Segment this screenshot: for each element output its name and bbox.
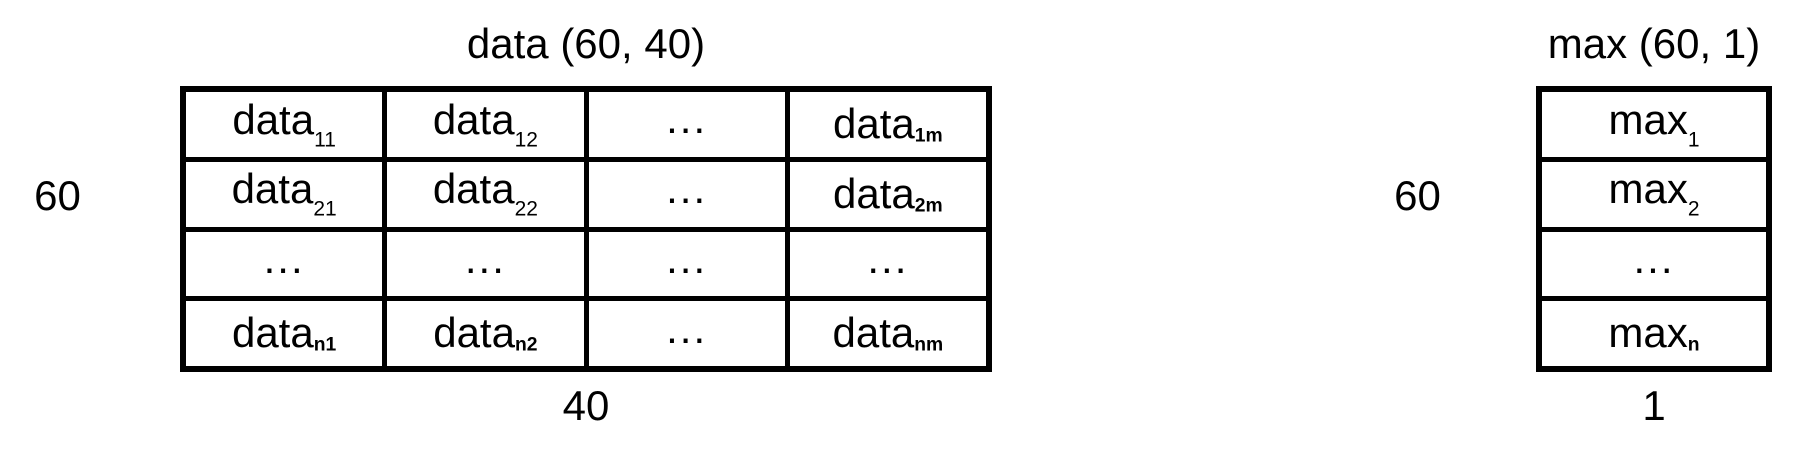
matrix-cell: ... [588, 161, 785, 227]
max-matrix-col-count-label: 1 [1642, 382, 1666, 429]
cell-base-text: max [1608, 95, 1688, 143]
cell-base-text: data [833, 169, 915, 217]
cell-base-text: data [433, 309, 515, 357]
cell-subscript: 1 [1687, 128, 1700, 152]
cell-subscript: 21 [313, 197, 337, 221]
cell-subscript: 2m [914, 195, 943, 217]
data-matrix-row-count-label: 60 [34, 172, 81, 219]
matrix-cell: data11 [186, 92, 383, 157]
ellipsis-text: ... [263, 234, 305, 282]
data-matrix-title: data (60, 40) [466, 20, 706, 67]
cell-subscript: 11 [314, 128, 336, 152]
cell-base-text: data [832, 309, 915, 357]
cell-base-text: data [833, 99, 915, 147]
cell-subscript: n2 [514, 334, 538, 356]
cell-base-text: data [432, 95, 515, 143]
matrix-cell: data22 [387, 161, 584, 227]
data-matrix-col-count-label: 40 [562, 382, 610, 429]
max-matrix-title: max (60, 1) [1547, 20, 1761, 67]
matrix-cell: ... [1542, 231, 1766, 297]
ellipsis-text: ... [464, 234, 506, 282]
ellipsis-text: ... [666, 95, 708, 143]
data-matrix-table: data11 data12 ... data1m data21 data22 .… [180, 86, 992, 372]
matrix-cell: max2 [1542, 161, 1766, 227]
ellipsis-text: ... [1633, 234, 1675, 282]
matrix-cell: ... [588, 92, 785, 157]
cell-subscript: 2 [1687, 197, 1700, 221]
matrix-cell: data1m [789, 92, 986, 157]
cell-subscript: 1m [914, 125, 943, 147]
matrix-cell: ... [588, 231, 785, 297]
matrix-cell: maxn [1542, 301, 1766, 366]
cell-base-text: max [1608, 309, 1688, 357]
ellipsis-text: ... [666, 165, 708, 213]
ellipsis-text: ... [666, 304, 708, 352]
cell-subscript: n1 [313, 334, 337, 356]
matrix-cell: data12 [387, 92, 584, 157]
matrix-cell: ... [588, 301, 785, 366]
cell-subscript: nm [914, 334, 944, 356]
cell-base-text: max [1608, 165, 1688, 213]
cell-base-text: data [231, 309, 314, 357]
max-matrix-table: max1 max2 ... maxn [1536, 86, 1772, 372]
matrix-cell: ... [186, 231, 383, 297]
matrix-cell: data21 [186, 161, 383, 227]
matrix-cell: max1 [1542, 92, 1766, 157]
ellipsis-text: ... [666, 234, 708, 282]
cell-subscript: 22 [514, 197, 538, 221]
matrix-cell: ... [789, 231, 986, 297]
cell-base-text: data [432, 165, 515, 213]
matrix-cell: ... [387, 231, 584, 297]
cell-subscript: n [1687, 334, 1700, 356]
cell-subscript: 12 [514, 128, 538, 152]
ellipsis-text: ... [867, 234, 909, 282]
cell-base-text: data [231, 165, 314, 213]
cell-base-text: data [232, 95, 315, 143]
max-matrix-row-count-label: 60 [1394, 172, 1441, 219]
matrix-cell: data2m [789, 161, 986, 227]
matrix-cell: datan2 [387, 301, 584, 366]
matrix-cell: datanm [789, 301, 986, 366]
matrix-cell: datan1 [186, 301, 383, 366]
